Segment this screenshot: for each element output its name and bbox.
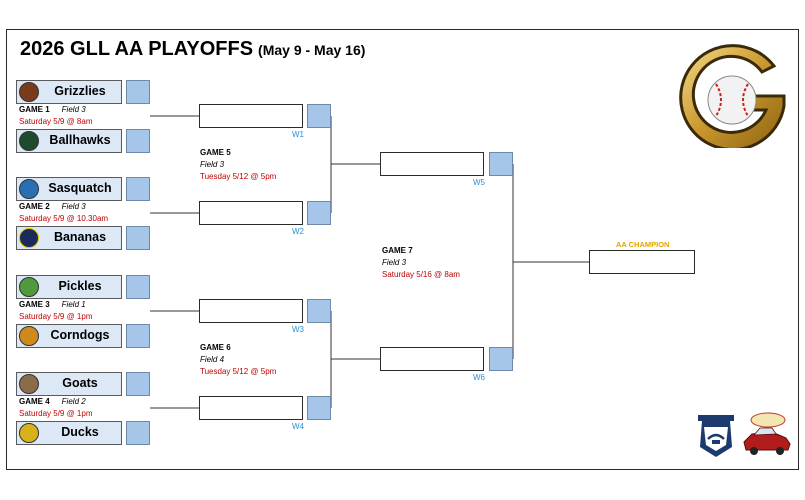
team-name: Pickles <box>58 279 102 293</box>
game-field: Field 4 <box>200 355 225 364</box>
game-label: GAME 5 <box>200 148 231 157</box>
game-7-info: GAME 7 Field 3 Saturday 5/16 @ 8am <box>382 245 460 281</box>
game-time: Saturday 5/9 @ 1pm <box>19 409 93 418</box>
winner-label: W3 <box>292 325 304 334</box>
game-time: Saturday 5/9 @ 10.30am <box>19 214 109 223</box>
score-box[interactable] <box>126 324 150 348</box>
winner-label: W4 <box>292 422 304 431</box>
winner-slot-w6[interactable] <box>380 347 484 371</box>
game-time: Saturday 5/16 @ 8am <box>382 270 460 279</box>
sasquatch-logo-icon <box>19 179 39 199</box>
score-box[interactable] <box>126 275 150 299</box>
score-box[interactable] <box>307 104 331 128</box>
team-name: Bananas <box>53 230 107 244</box>
team-name: Corndogs <box>50 328 110 342</box>
winner-label: W2 <box>292 227 304 236</box>
score-box[interactable] <box>307 201 331 225</box>
winner-slot-w4[interactable] <box>199 396 303 420</box>
team-slot-grizzlies: Grizzlies <box>16 80 122 104</box>
ballhawks-logo-icon <box>19 131 39 151</box>
page-title: 2026 GLL AA PLAYOFFS(May 9 - May 16) <box>20 38 365 61</box>
date-range: (May 9 - May 16) <box>258 42 366 58</box>
winner-slot-w3[interactable] <box>199 299 303 323</box>
game-5-info: GAME 5 Field 3 Tuesday 5/12 @ 5pm <box>200 147 276 183</box>
game-field: Field 1 <box>61 300 86 309</box>
team-name: Sasquatch <box>48 181 112 195</box>
game-time: Tuesday 5/12 @ 5pm <box>200 172 277 181</box>
score-box[interactable] <box>126 177 150 201</box>
game-field: Field 2 <box>61 397 86 406</box>
champion-label: AA CHAMPION <box>616 240 670 249</box>
team-name: Ducks <box>61 425 99 439</box>
score-box[interactable] <box>307 396 331 420</box>
team-slot-goats: Goats <box>16 372 122 396</box>
team-slot-bananas: Bananas <box>16 226 122 250</box>
team-name: Grizzlies <box>54 84 106 98</box>
game-field: Field 3 <box>61 105 86 114</box>
score-box[interactable] <box>126 80 150 104</box>
game-2-info: GAME 2 Field 3 Saturday 5/9 @ 10.30am <box>19 201 108 225</box>
game-label: GAME 3 <box>19 300 50 309</box>
title-text: 2026 GLL AA PLAYOFFS <box>20 38 254 60</box>
game-time: Saturday 5/9 @ 8am <box>19 117 93 126</box>
game-4-info: GAME 4 Field 2 Saturday 5/9 @ 1pm <box>19 396 93 420</box>
game-time: Saturday 5/9 @ 1pm <box>19 312 93 321</box>
team-slot-sasquatch: Sasquatch <box>16 177 122 201</box>
score-box[interactable] <box>126 421 150 445</box>
gll-baseball-logo-icon <box>679 44 786 148</box>
game-label: GAME 7 <box>382 246 413 255</box>
game-label: GAME 6 <box>200 343 231 352</box>
corndogs-logo-icon <box>19 326 39 346</box>
game-label: GAME 2 <box>19 202 50 211</box>
team-name: Goats <box>62 376 98 390</box>
game-label: GAME 4 <box>19 397 50 406</box>
bracket-frame <box>6 29 799 470</box>
ducks-logo-icon <box>19 423 39 443</box>
score-box[interactable] <box>126 372 150 396</box>
game-6-info: GAME 6 Field 4 Tuesday 5/12 @ 5pm <box>200 342 276 378</box>
game-label: GAME 1 <box>19 105 50 114</box>
winner-slot-w1[interactable] <box>199 104 303 128</box>
score-box[interactable] <box>307 299 331 323</box>
score-box[interactable] <box>489 152 513 176</box>
winner-label: W1 <box>292 130 304 139</box>
winner-slot-w2[interactable] <box>199 201 303 225</box>
team-slot-corndogs: Corndogs <box>16 324 122 348</box>
score-box[interactable] <box>126 129 150 153</box>
game-field: Field 3 <box>382 258 407 267</box>
winner-slot-w5[interactable] <box>380 152 484 176</box>
california-57-car-logo-icon <box>743 412 791 455</box>
game-field: Field 3 <box>200 160 225 169</box>
game-field: Field 3 <box>61 202 86 211</box>
winner-label: W5 <box>473 178 485 187</box>
game-time: Tuesday 5/12 @ 5pm <box>200 367 277 376</box>
grizzlies-logo-icon <box>19 82 39 102</box>
game-1-info: GAME 1 Field 3 Saturday 5/9 @ 8am <box>19 104 93 128</box>
goats-logo-icon <box>19 374 39 394</box>
team-slot-ducks: Ducks <box>16 421 122 445</box>
team-name: Ballhawks <box>49 133 111 147</box>
champion-slot[interactable] <box>589 250 695 274</box>
score-box[interactable] <box>126 226 150 250</box>
pickles-logo-icon <box>19 277 39 297</box>
score-box[interactable] <box>489 347 513 371</box>
winner-label: W6 <box>473 373 485 382</box>
bananas-logo-icon <box>19 228 39 248</box>
team-slot-ballhawks: Ballhawks <box>16 129 122 153</box>
team-slot-pickles: Pickles <box>16 275 122 299</box>
game-3-info: GAME 3 Field 1 Saturday 5/9 @ 1pm <box>19 299 93 323</box>
little-league-keystone-logo-icon <box>698 415 734 457</box>
